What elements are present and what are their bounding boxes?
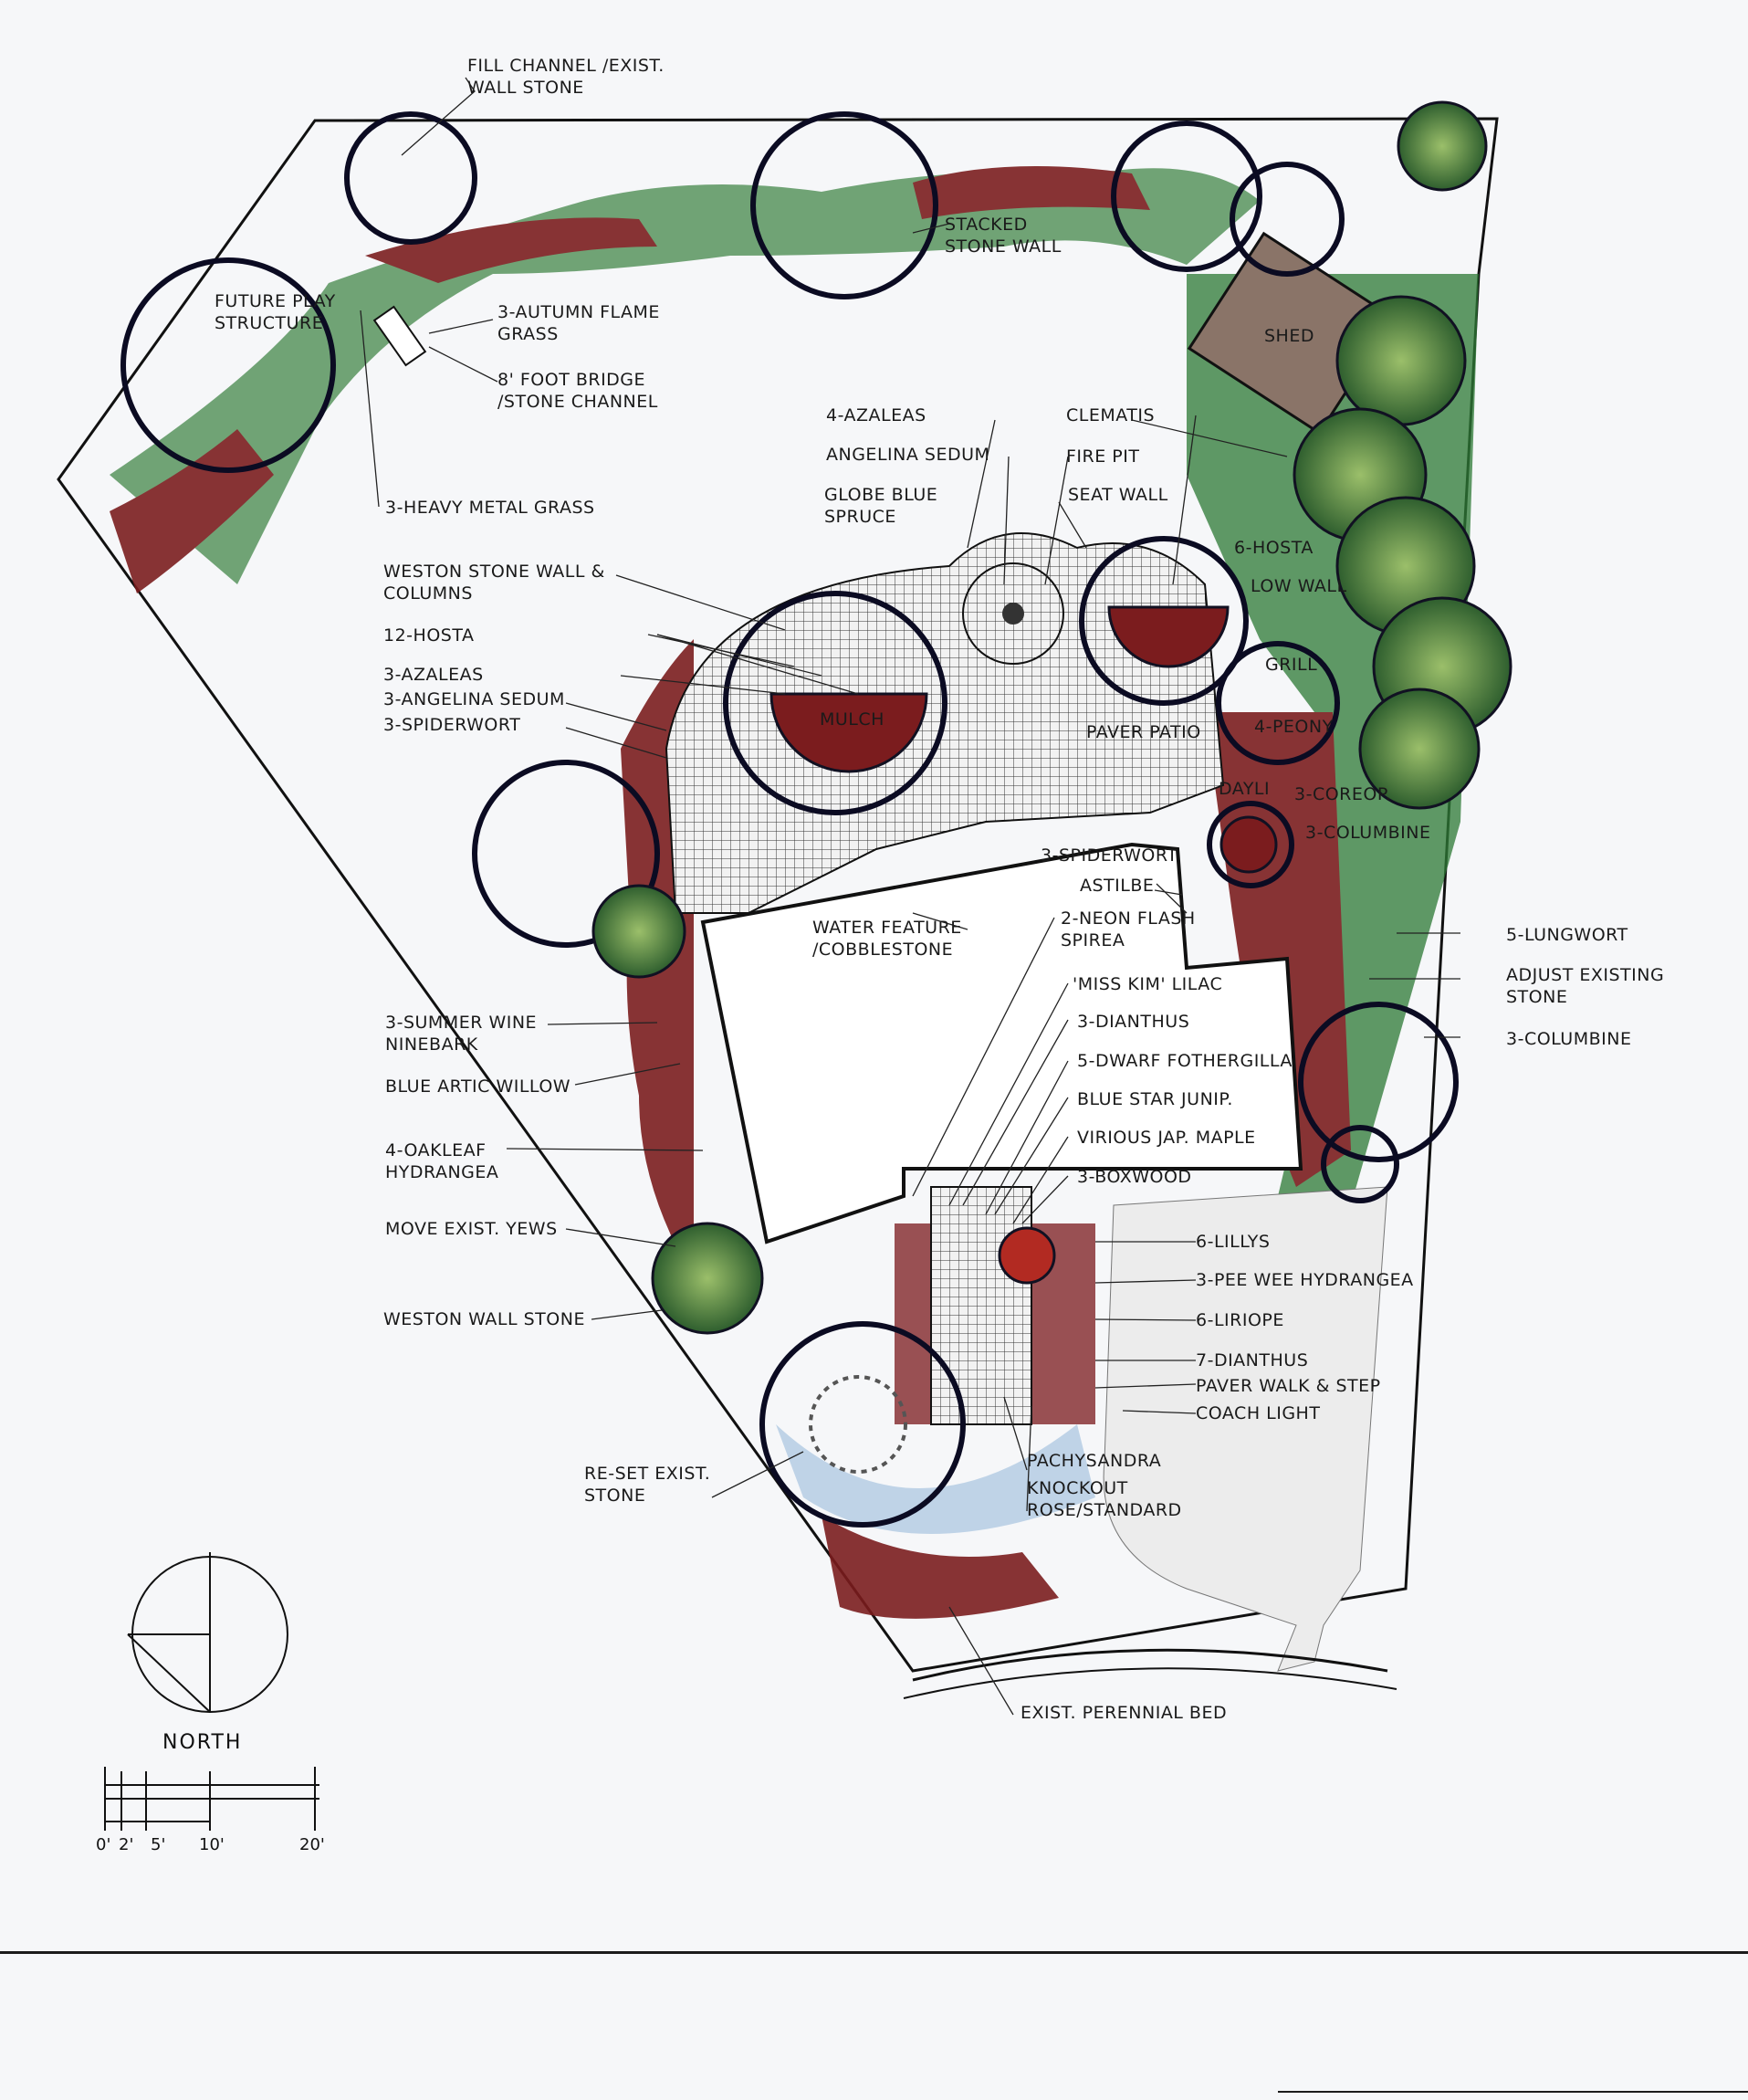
tree [120,257,336,473]
foot-bridge [372,305,427,367]
label-fill-channel: FILL CHANNEL /EXIST. WALL STONE [467,56,665,98]
trees [120,111,1459,1528]
label-globe-spruce: GLOBE BLUE SPRUCE [824,485,938,527]
fire-pit [962,562,1064,665]
label-peony-4: 4-PEONY [1254,717,1334,737]
label-angelina-3: 3-ANGELINA SEDUM [383,689,565,709]
label-spiderwort-right: 3-SPIDERWORT [1041,845,1178,866]
label-boxwood: 3-BOXWOOD [1077,1167,1192,1187]
house [700,842,1303,1244]
north-label: NORTH [162,1731,243,1754]
border-line-lower [1278,2091,1748,2093]
property-line [57,117,1499,1673]
label-pee-wee: 3-PEE WEE HYDRANGEA [1196,1270,1414,1290]
label-shed: SHED [1264,326,1314,346]
label-blue-artic: BLUE ARTIC WILLOW [385,1076,571,1097]
label-blue-star: BLUE STAR JUNIP. [1077,1089,1233,1109]
scale-5: 5' [151,1835,166,1854]
tree [1230,162,1345,277]
tree [472,760,660,948]
scale-bar [104,1767,319,1831]
label-clematis: CLEMATIS [1066,405,1156,425]
label-grill: GRILL [1265,655,1318,675]
label-columbine-top: 3-COLUMBINE [1305,823,1431,843]
scale-2: 2' [119,1835,134,1854]
tree [750,111,938,299]
label-azaleas-4: 4-AZALEAS [826,405,926,425]
driveway [1103,1186,1388,1672]
label-fothergilla: 5-DWARF FOTHERGILLA [1077,1051,1293,1071]
label-pachysandra: PACHYSANDRA [1027,1451,1162,1471]
label-neon-flash: 2-NEON FLASH SPIREA [1061,908,1196,950]
leader-lines [360,77,1460,1716]
label-knockout: KNOCKOUT ROSE/STANDARD [1027,1478,1182,1520]
label-coach-light: COACH LIGHT [1196,1403,1321,1423]
tree [1298,1002,1459,1162]
label-coreopsis-3: 3-COREOP. [1294,784,1392,804]
label-columbine-3: 3-COLUMBINE [1506,1029,1632,1049]
label-move-yews: MOVE EXIST. YEWS [385,1219,558,1239]
label-future-play: FUTURE PLAY STRUCTURE [215,291,336,333]
tree [1207,801,1294,888]
label-angelina-sedum: ANGELINA SEDUM [826,445,990,465]
label-liriope: 6-LIRIOPE [1196,1310,1284,1330]
label-paver-walk: PAVER WALK & STEP [1196,1376,1381,1396]
tree [1079,536,1249,706]
label-astilbe: ASTILBE [1080,876,1155,896]
label-heavy-metal: 3-HEAVY METAL GRASS [385,498,595,518]
scale-0: 0' [96,1835,111,1854]
label-stacked-wall: STACKED STONE WALL [945,215,1062,257]
reset-stone-ring [809,1375,907,1474]
tree [344,111,477,245]
north-arrow [127,1552,288,1713]
label-low-wall: LOW WALL [1251,576,1347,596]
label-summer-wine: 3-SUMMER WINE NINEBARK [385,1013,538,1055]
label-adjust-stone: ADJUST EXISTING STONE [1506,965,1665,1007]
scale-10: 10' [199,1835,225,1854]
label-paver-patio: PAVER PATIO [1086,722,1201,742]
label-lungwort: 5-LUNGWORT [1506,925,1628,945]
label-dianthus-7: 7-DIANTHUS [1196,1350,1309,1370]
label-spiderwort-3: 3-SPIDERWORT [383,715,521,735]
label-hosta-6: 6-HOSTA [1234,538,1314,558]
label-daylily: DAYLI [1219,779,1271,799]
label-foot-bridge: 8' FOOT BRIDGE /STONE CHANNEL [497,370,658,412]
shrubs [591,100,1512,1335]
label-azaleas-3: 3-AZALEAS [383,665,484,685]
label-weston-stone: WESTON WALL STONE [383,1309,585,1329]
border-line [0,1951,1748,1954]
scale-20: 20' [299,1835,325,1854]
label-hosta-12: 12-HOSTA [383,625,475,646]
label-reset-stone: RE-SET EXIST. STONE [584,1464,711,1506]
paver-walk [930,1186,1032,1425]
tree [1111,121,1262,272]
label-miss-kim: 'MISS KIM' LILAC [1073,974,1223,994]
tree [1321,1125,1399,1203]
tree [1216,641,1340,765]
label-fire-pit: FIRE PIT [1066,446,1140,467]
tree [723,591,947,815]
label-seat-wall: SEAT WALL [1068,485,1168,505]
label-oakleaf: 4-OAKLEAF HYDRANGEA [385,1140,499,1182]
label-perennial-bed: EXIST. PERENNIAL BED [1021,1703,1228,1723]
label-mulch: MULCH [820,709,884,730]
label-lillys: 6-LILLYS [1196,1232,1271,1252]
label-dianthus-3: 3-DIANTHUS [1077,1012,1190,1032]
tree [759,1321,966,1528]
label-weston-wall: WESTON STONE WALL & COLUMNS [383,562,605,604]
mulch-pods [769,605,1278,1285]
label-virious: VIRIOUS JAP. MAPLE [1077,1128,1256,1148]
label-water-feature: WATER FEATURE /COBBLESTONE [812,918,962,960]
label-autumn-flame: 3-AUTUMN FLAME GRASS [497,302,660,344]
